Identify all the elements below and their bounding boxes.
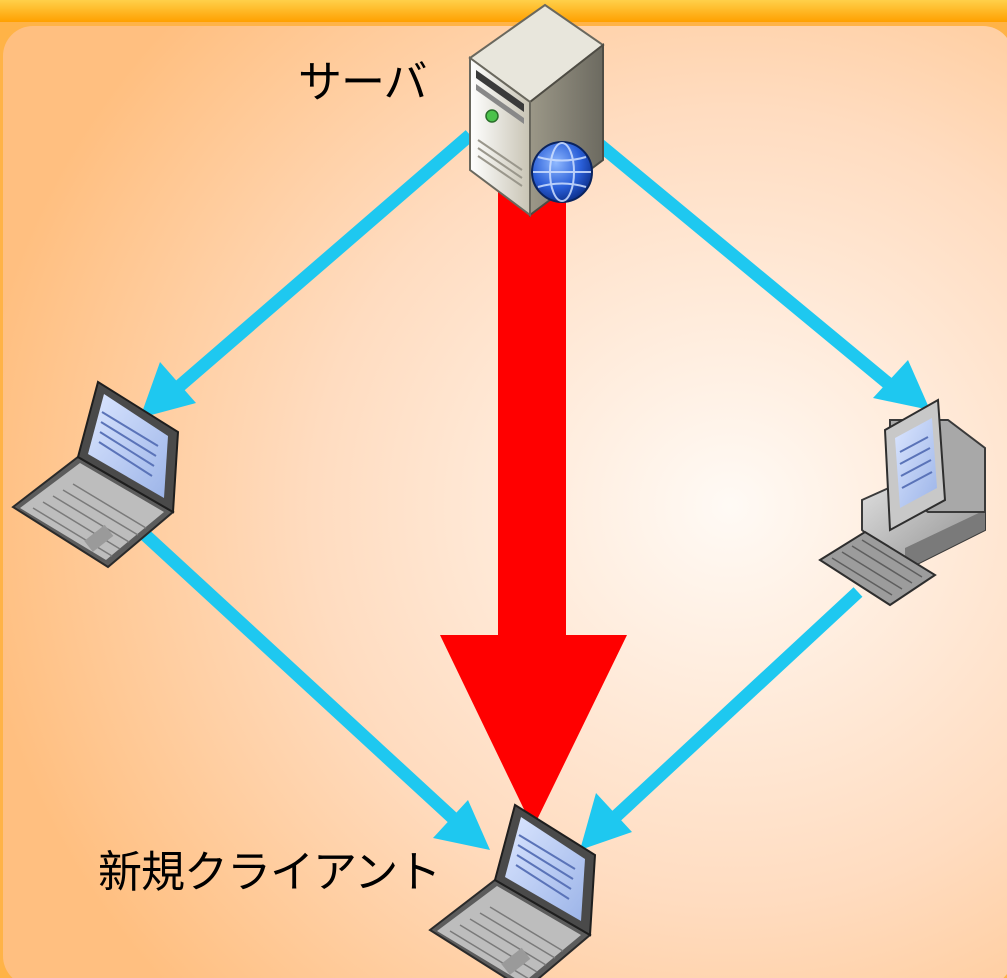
new-client-label: 新規クライアント xyxy=(98,847,441,898)
arrow-server-to-right-desktop xyxy=(595,139,930,410)
arrow-right-desktop-to-new-client xyxy=(580,587,863,850)
arrow-left-laptop-to-new-client xyxy=(137,527,490,850)
desktop-computer-icon xyxy=(818,398,986,607)
server-globe-icon xyxy=(468,3,605,218)
top-bar xyxy=(0,0,1007,22)
arrow-server-to-new-client xyxy=(440,185,627,828)
server-label: サーバ xyxy=(298,57,428,108)
arrow-server-to-left-laptop xyxy=(140,130,475,418)
